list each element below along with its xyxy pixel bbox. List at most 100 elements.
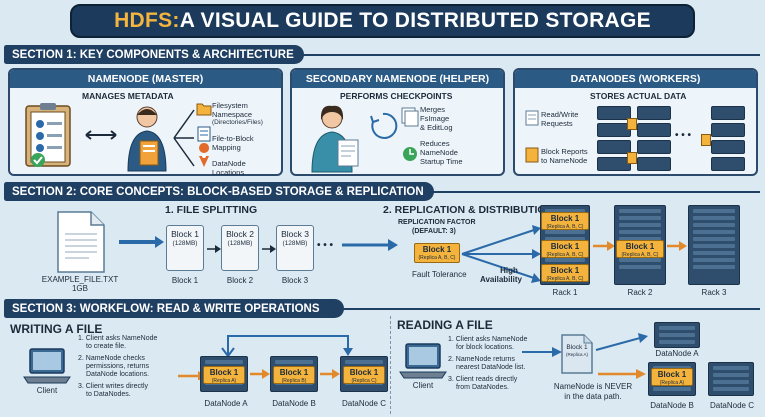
section3-heading: SECTION 3: WORKFLOW: READ & WRITE OPERAT… <box>4 299 344 318</box>
reading-step-1: 1. Client asks NameNode <box>448 336 528 343</box>
arrow-icon <box>250 369 270 379</box>
datanodes-subtitle: STORES ACTUAL DATA <box>590 91 687 101</box>
write-datanode-c-label: DataNode C <box>341 399 387 408</box>
server-icon <box>597 123 631 137</box>
namenode-panel: NAMENODE (MASTER) MANAGES METADATA Files… <box>8 68 283 177</box>
arrow-icon <box>522 347 562 357</box>
file-icon <box>57 211 105 273</box>
server-icon <box>637 157 671 171</box>
namenode-item-mapping: File-to-Block <box>212 134 254 143</box>
write-datanode-a-label: DataNode A <box>204 399 248 408</box>
namenode-item-icons <box>196 103 212 167</box>
reading-step-3: 3. Client reads directly <box>448 376 518 383</box>
read-datanode-b-label: DataNode B <box>650 401 694 410</box>
server-icon <box>597 140 631 154</box>
secondary-item-icons <box>401 107 419 161</box>
namenode-item-locations: DataNode <box>212 159 246 168</box>
block-label-1: Block 1 <box>171 276 199 285</box>
page-title: HDFS: A VISUAL GUIDE TO DISTRIBUTED STOR… <box>70 4 695 38</box>
server-icon <box>637 123 671 137</box>
block-icon <box>627 118 637 130</box>
datanode-item-blockreports: Block Reports <box>541 147 588 156</box>
file-name: EXAMPLE_FILE.TXT <box>41 275 119 284</box>
arrow-icon <box>207 245 221 253</box>
secondary-item-merges: Merges <box>420 105 446 114</box>
high-availability-line2: Availability <box>480 275 522 284</box>
administrator-person-icon <box>127 106 167 172</box>
block-box-2: Block 2 (128MB) <box>221 225 259 271</box>
writing-step-2: 2. NameNode checks <box>78 355 145 362</box>
block-label-3: Block 3 <box>281 276 309 285</box>
metadata-file-icon <box>561 334 593 374</box>
secondary-item-reduces: Reduces <box>420 139 450 148</box>
helper-person-icon <box>311 105 359 173</box>
datanodes-panel: DATANODES (WORKERS) STORES ACTUAL DATA R… <box>513 68 758 176</box>
write-block-a: Block 1 (Replica A) <box>203 366 245 384</box>
reading-client-label: Client <box>412 381 434 390</box>
datanode-item-icons <box>525 110 539 163</box>
reading-step-2: 2. NameNode returns <box>448 356 515 363</box>
replication-title: 2. REPLICATION & DISTRIBUTION <box>383 204 554 216</box>
rack-label-3: Rack 3 <box>701 288 727 297</box>
writing-title: WRITING A FILE <box>10 322 103 336</box>
namenode-subtitle: MANAGES METADATA <box>82 91 174 101</box>
rack1-replica-3: Block 1 (Replica A, B, C) <box>541 264 589 282</box>
rack1-replica-2: Block 1 (Replica A, B, C) <box>541 240 589 258</box>
server-icon <box>637 106 671 120</box>
secondary-subtitle: PERFORMS CHECKPOINTS <box>340 91 453 101</box>
namenode-item-namespace: Filesystem Namespace <box>212 101 253 119</box>
writing-step-1: 1. Client asks NameNode <box>78 335 158 342</box>
block-box-3: Block 3 (128MB) <box>276 225 314 271</box>
writing-client-label: Client <box>36 386 58 395</box>
server-icon <box>711 106 745 120</box>
replication-factor-line2: (DEFAULT: 3) <box>412 228 456 235</box>
arrow-icon <box>262 245 276 253</box>
rack1-replica-1: Block 1 (Replica A, B, C) <box>541 212 589 230</box>
datanodes-title: DATANODES (WORKERS) <box>515 70 756 88</box>
section1-heading: SECTION 1: KEY COMPONENTS & ARCHITECTURE <box>4 45 304 64</box>
workflow-divider <box>390 316 391 414</box>
read-datanode-c-label: DataNode C <box>709 401 755 410</box>
rack-label-2: Rack 2 <box>627 288 653 297</box>
write-block-c: Block 1 (Replica C) <box>343 366 385 384</box>
secondary-namenode-panel: SECONDARY NAMENODE (HELPER) PERFORMS CHE… <box>290 68 505 176</box>
section2-heading: SECTION 2: CORE CONCEPTS: BLOCK-BASED ST… <box>4 182 434 201</box>
section1-divider <box>300 54 760 56</box>
read-datanode-a <box>654 322 700 348</box>
server-icon <box>711 140 745 154</box>
checkpoint-arrows-icon <box>370 112 398 139</box>
server-icon <box>711 123 745 137</box>
read-block-b: Block 1 (Replica A) <box>651 368 693 386</box>
split-arrow-icon <box>119 236 164 248</box>
rack2-replica: Block 1 (Replica A, B, C) <box>616 240 664 258</box>
write-block-b: Block 1 (Replica B) <box>273 366 315 384</box>
distribute-arrow-icon <box>342 239 398 251</box>
datanode-item-readwrite: Read/Write <box>541 110 579 119</box>
arrow-icon <box>593 241 615 251</box>
rack-label-1: Rack 1 <box>552 288 578 297</box>
read-flow-arrows <box>595 333 648 379</box>
source-block: Block 1 (Replica A, B, C) <box>414 243 460 263</box>
laptop-icon <box>23 348 71 384</box>
arrow-icon <box>320 369 340 379</box>
server-icon <box>597 106 631 120</box>
reading-title: READING A FILE <box>397 318 493 332</box>
block-box-1: Block 1 (128MB) <box>166 225 204 271</box>
block-icon <box>701 134 711 146</box>
fault-tolerance-label: Fault Tolerance <box>412 270 467 279</box>
rack-3 <box>688 205 740 285</box>
read-meta-block: Block 1 (Replica A) <box>565 344 588 357</box>
file-size: 1GB <box>71 284 88 293</box>
laptop-icon <box>399 343 447 379</box>
server-icon <box>637 140 671 154</box>
high-availability-line1: High <box>500 266 518 275</box>
replication-arrows-icon <box>461 225 541 283</box>
double-arrow-icon <box>85 130 117 140</box>
ellipsis-dots: • • • <box>675 130 692 141</box>
clipboard-icon <box>25 103 71 167</box>
section2-divider <box>430 191 760 193</box>
block-label-2: Block 2 <box>226 276 254 285</box>
replication-factor-line1: REPLICATION FACTOR <box>398 219 476 226</box>
rack-2 <box>614 205 666 285</box>
server-icon <box>711 157 745 171</box>
